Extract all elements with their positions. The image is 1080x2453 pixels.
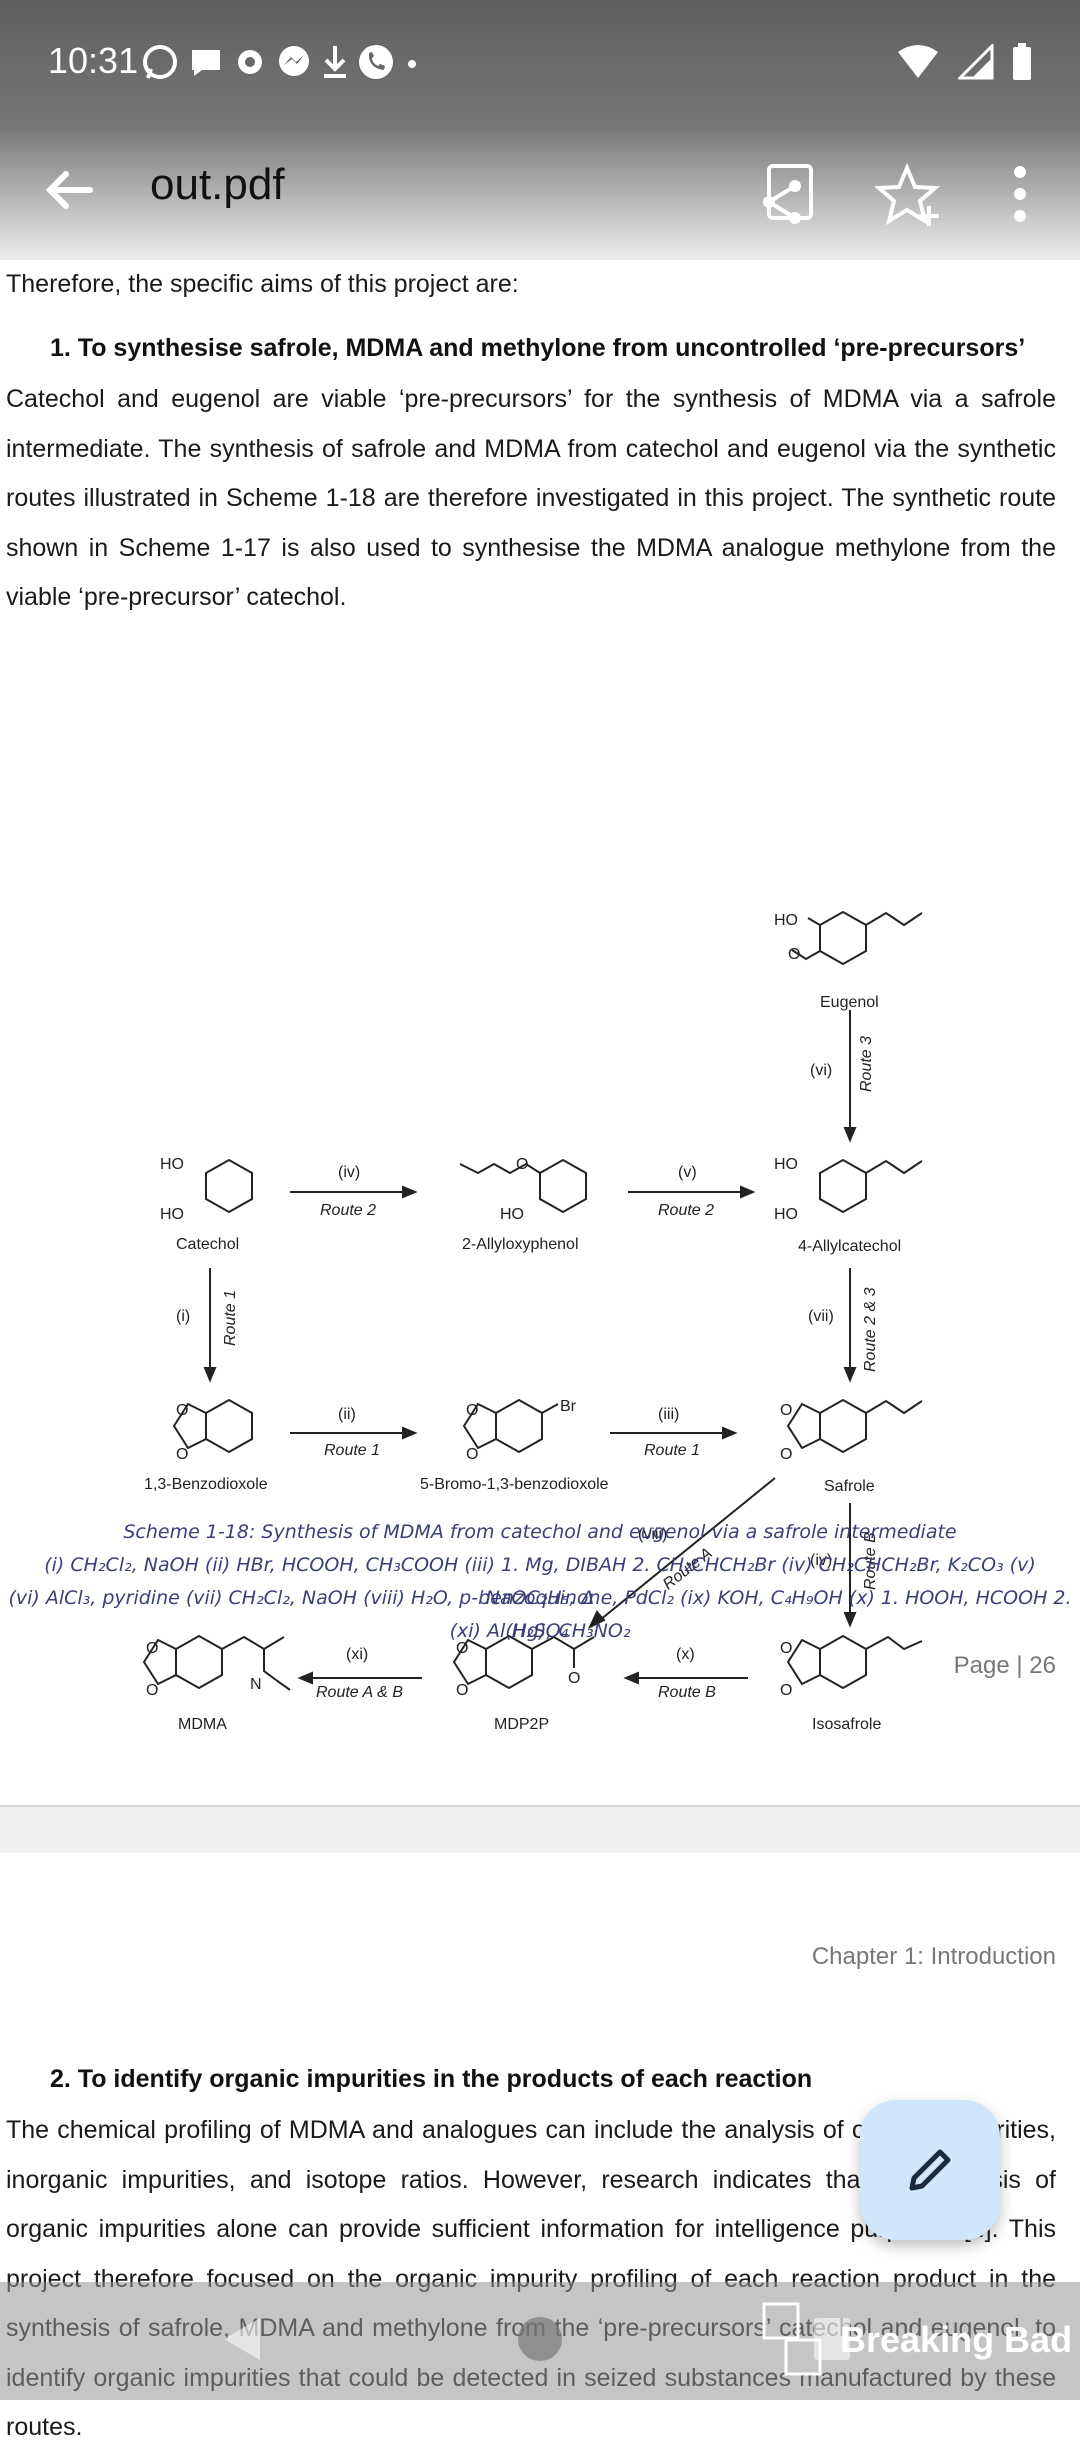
atom-o: O [176,1402,189,1419]
atom-o: O [146,1682,159,1699]
breaking-bad-logo-icon [762,2302,822,2376]
reaction-scheme: HO O HO HO O HO HO HO O O O O Br O O O O… [0,640,1080,1740]
atom-o: O [780,1640,793,1657]
app-bar: out.pdf [0,130,1080,260]
phone-icon [359,45,393,79]
signal-icon [958,44,994,80]
whatsapp-icon [143,45,177,79]
route-1-label: Route 1 [644,1442,701,1459]
step-iv: (iv) [338,1164,361,1181]
label-5-bromo-1-3-benzodioxole: 5-Bromo-1,3-benzodioxole [420,1476,609,1493]
atom-ho: HO [774,1156,798,1173]
label-safrole: Safrole [824,1478,875,1495]
edit-button[interactable] [860,2100,1000,2240]
watermark: Breaking Bad [760,2300,1072,2380]
label-4-allylcatechol: 4-Allylcatechol [798,1238,902,1255]
route-1-label: Route 1 [324,1442,381,1459]
step-viii: (viii) [638,1526,668,1543]
atom-o: O [466,1402,479,1419]
chapter-header: Chapter 1: Introduction [811,1943,1056,1970]
nav-home-icon[interactable] [515,2314,565,2364]
document-title: out.pdf [150,160,285,209]
scheme-caption-line-2: (vi) AlCl₃, pyridine (vii) CH₂Cl₂, NaOH … [8,1587,1072,1642]
step-v: (v) [678,1164,697,1181]
scheme-caption-line-3: (xi) Al(Hg), CH₃NO₂ [449,1620,631,1642]
route-b-label: Route B [658,1684,716,1701]
atom-o: O [146,1640,159,1657]
atom-ho: HO [774,912,798,929]
route-2-label: Route 2 [320,1202,377,1219]
route-3-label: Route 3 [858,1035,875,1092]
route-2-label: Route 2 [658,1202,715,1219]
atom-o: O [780,1682,793,1699]
label-isosafrole: Isosafrole [812,1716,882,1733]
atom-o: O [516,1156,529,1173]
pdf-page-26: Therefore, the specific aims of this pro… [0,260,1080,1805]
atom-o: O [456,1682,469,1699]
scheme-caption-title: Scheme 1-18: Synthesis of MDMA from cate… [123,1521,957,1543]
atom-o: O [780,1446,793,1463]
status-time: 10:31 [48,40,139,81]
atom-n: N [250,1676,262,1693]
page-number: Page | 26 [953,1652,1056,1679]
step-vii: (vii) [808,1308,834,1325]
battery-icon [1013,43,1031,80]
more-options-icon[interactable] [985,160,1055,230]
route-1-label: Route 1 [222,1289,239,1346]
label-mdma: MDMA [178,1716,227,1733]
notification-icons [140,40,422,84]
atom-ho: HO [774,1206,798,1223]
status-bar: 10:31 [0,0,1080,130]
atom-ho: HO [500,1206,524,1223]
settings-icon [238,50,262,74]
messenger-icon [279,46,309,76]
atom-ho: HO [160,1206,184,1223]
step-xi: (xi) [346,1646,369,1663]
route-2-and-3-label: Route 2 & 3 [862,1287,879,1373]
step-vi: (vi) [810,1062,833,1079]
star-add-icon[interactable] [875,160,945,230]
step-i: (i) [176,1308,191,1325]
more-notifications-icon [408,60,416,68]
back-arrow-icon[interactable] [40,160,100,220]
label-2-allyloxyphenol: 2-Allyloxyphenol [462,1236,579,1253]
page-separator [0,1805,1080,1855]
download-icon [324,46,346,78]
atom-o: O [466,1446,479,1463]
route-a-and-b-label: Route A & B [316,1684,403,1701]
nav-back-icon[interactable] [220,2314,264,2364]
atom-o: O [788,946,801,963]
share-file-icon[interactable] [755,160,825,230]
wifi-icon [898,45,938,78]
navigation-bar [0,2282,1080,2400]
scheme-caption-line-1: (i) CH₂Cl₂, NaOH (ii) HBr, HCOOH, CH₃COO… [44,1554,1036,1609]
atom-o: O [780,1402,793,1419]
aim-1-heading: 1. To synthesise safrole, MDMA and methy… [50,334,1026,362]
step-iii: (iii) [658,1406,680,1423]
nav-recents-icon[interactable] [810,2314,854,2364]
pencil-icon [909,2149,951,2191]
scheme-drawing [142,910,923,1691]
atom-o: O [456,1640,469,1657]
aim-2-heading: 2. To identify organic impurities in the… [50,2065,813,2093]
label-eugenol: Eugenol [820,994,879,1011]
atom-br: Br [560,1398,576,1415]
atom-o: O [176,1446,189,1463]
paragraph-1: Catechol and eugenol are viable ‘pre-pre… [6,385,1056,611]
step-x: (x) [676,1646,695,1663]
label-1-3-benzodioxole: 1,3-Benzodioxole [144,1476,268,1493]
atom-ho: HO [160,1156,184,1173]
step-iv: (iv) [810,1552,833,1569]
chat-icon [192,50,220,76]
label-mdp2p: MDP2P [494,1716,550,1733]
label-catechol: Catechol [176,1236,240,1253]
atom-o: O [568,1670,581,1687]
step-ii: (ii) [338,1406,356,1423]
intro-text: Therefore, the specific aims of this pro… [6,270,519,298]
system-icons [896,40,1032,84]
watermark-text: Breaking Bad [840,2319,1073,2360]
